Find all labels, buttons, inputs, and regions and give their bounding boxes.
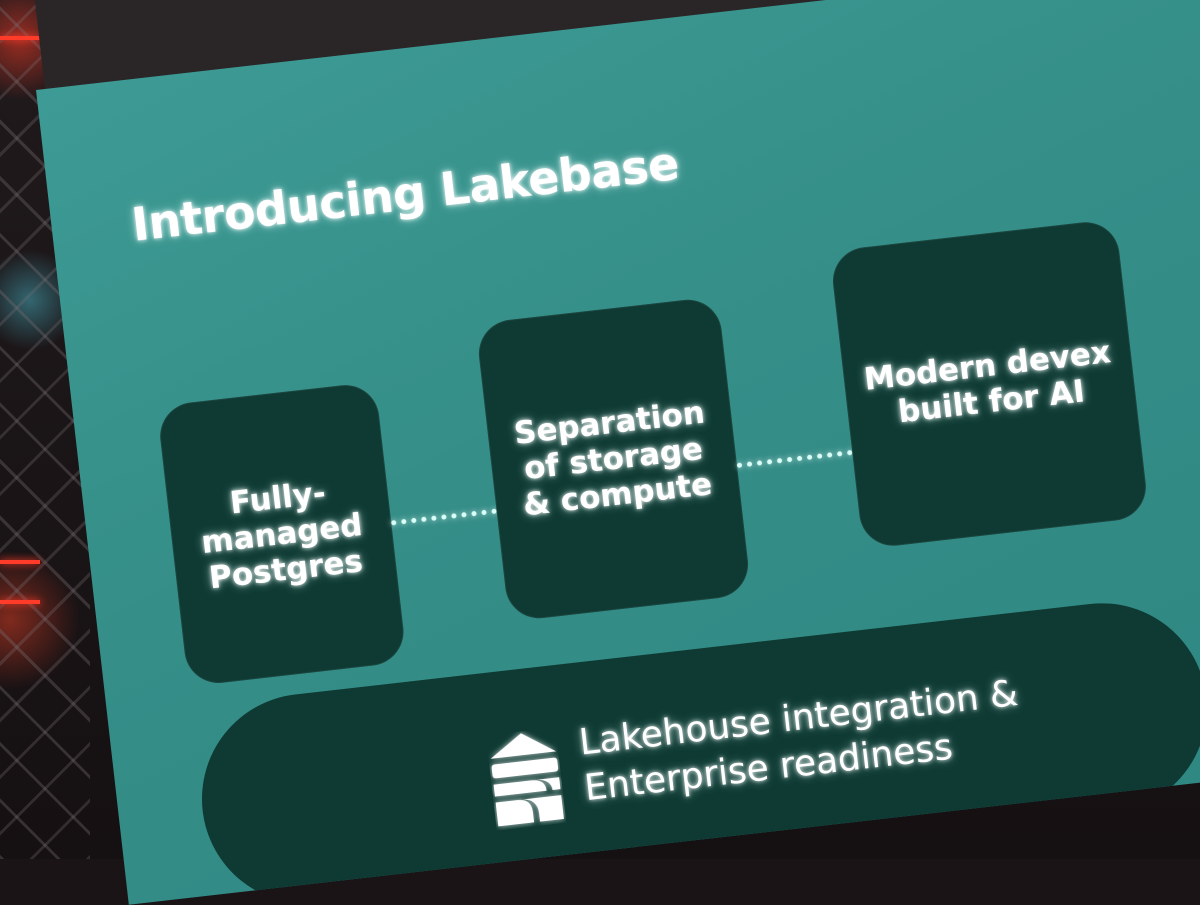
presentation-slide: Introducing Lakebase Fully-managed Postg… [36, 0, 1200, 905]
dotted-connector [391, 508, 497, 526]
stage-light [0, 600, 40, 604]
feature-card-label: Fully-managed Postgres [199, 474, 365, 597]
lakehouse-logo-icon [490, 733, 564, 827]
feature-card-devex-ai: Modern devex built for AI [829, 218, 1150, 550]
feature-card-label: Separation of storage & compute [512, 394, 714, 524]
feature-card-storage-compute: Separation of storage & compute [475, 296, 752, 622]
stage-light [0, 36, 40, 40]
feature-card-postgres: Fully-managed Postgres [156, 381, 408, 687]
dotted-connector [736, 449, 853, 469]
foundation-banner: Lakehouse integration & Enterprise readi… [190, 592, 1200, 905]
feature-card-label: Modern devex built for AI [862, 334, 1113, 431]
foundation-banner-text: Lakehouse integration & Enterprise readi… [577, 671, 1026, 812]
slide-title: Introducing Lakebase [128, 135, 682, 252]
stage-light [0, 560, 40, 564]
